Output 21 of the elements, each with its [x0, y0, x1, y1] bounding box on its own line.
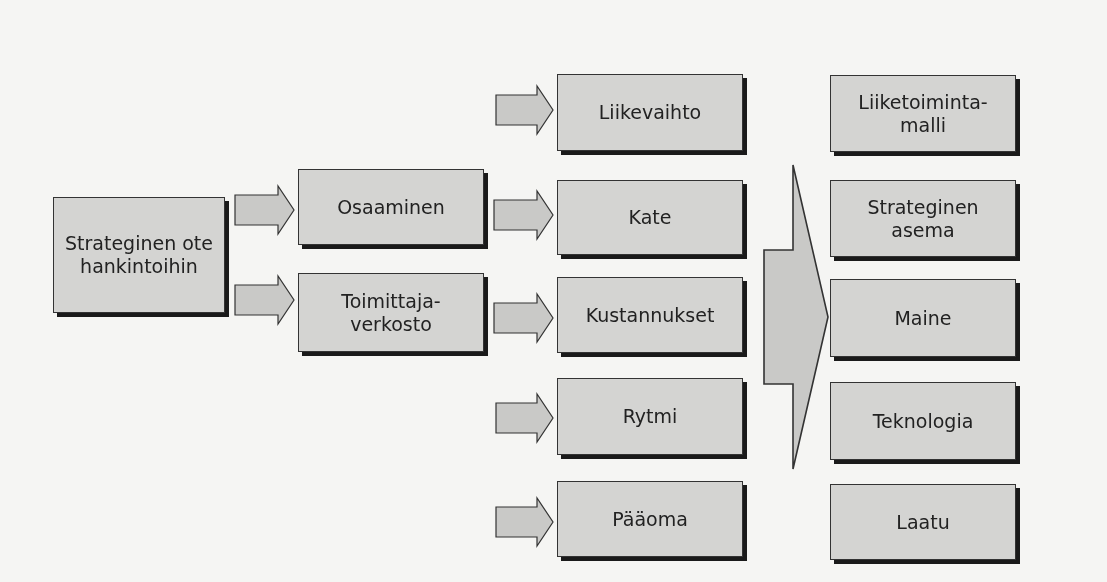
box-label: Pääoma: [611, 507, 689, 531]
box-label: Liikevaihto: [597, 101, 703, 124]
box-label: Osaaminen: [336, 195, 446, 219]
box-label: Maine: [893, 306, 953, 330]
block-arrow: [493, 292, 554, 344]
block-arrow: [495, 84, 554, 136]
block-arrow: [493, 189, 554, 241]
box-label: Laatu: [895, 510, 951, 534]
box-label: Toimittaja- verkosto: [340, 289, 442, 336]
block-arrow: [763, 164, 829, 470]
box-label: Kustannukset: [584, 303, 716, 327]
box-label: Kate: [627, 206, 673, 229]
block-arrow: [495, 392, 554, 444]
box-label: Rytmi: [621, 405, 679, 428]
block-arrow: [234, 274, 295, 326]
box-label: Strateginen ote hankintoihin: [64, 232, 214, 278]
block-arrow: [234, 184, 295, 236]
box-label: Liiketoiminta- malli: [857, 90, 989, 137]
box-label: Teknologia: [871, 409, 975, 433]
box-label: Strateginen asema: [866, 195, 980, 242]
block-arrow: [495, 496, 554, 548]
